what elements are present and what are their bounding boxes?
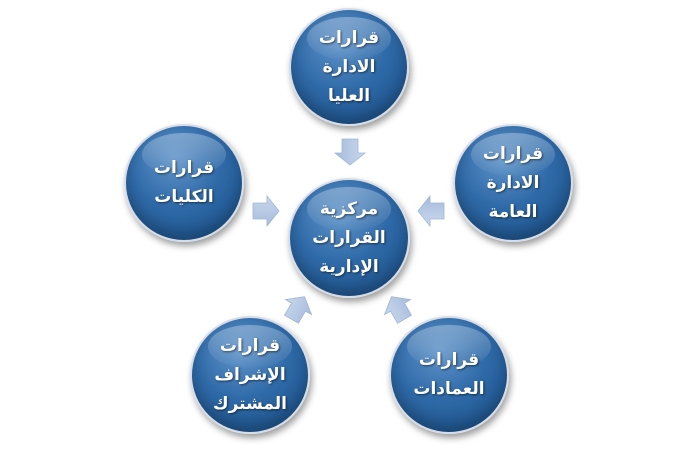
node-center-line-3: الإدارية [319,256,379,277]
node-left-label: قرارات الكليات [154,154,214,212]
node-bottom-left-line-2: الإشراف [214,364,286,385]
node-top-label: قرارات الادارة العليا [319,24,379,111]
arrow-bottom-right-to-center [383,296,412,324]
node-general-administration-decisions: قرارات الادارة العامة [453,124,573,242]
node-top-line-1: قرارات [318,27,380,48]
arrow-top-to-center [333,138,367,166]
node-left-line-1: قرارات [153,158,215,178]
node-colleges-decisions: قرارات الكليات [124,124,244,242]
node-top-management-decisions: قرارات الادارة العليا [289,8,409,126]
node-center-line-1: مركزية [319,198,379,219]
node-bottom-right-line-1: قرارات [418,350,480,370]
node-top-line-3: العليا [327,85,371,106]
node-left-line-2: الكليات [154,187,214,207]
node-right-line-3: العامة [488,201,538,222]
node-bottom-right-line-2: العمادات [413,379,485,399]
node-right-line-1: قرارات [482,143,544,164]
node-joint-supervision-decisions: قرارات الإشراف المشترك [190,316,310,434]
node-bottom-left-line-3: المشترك [212,393,287,414]
arrow-right-to-center [417,194,445,228]
arrow-left-to-center [252,194,280,228]
arrow-bottom-left-to-center [284,296,313,324]
node-bottom-left-line-1: قرارات [219,335,281,356]
node-right-label: قرارات الادارة العامة [483,140,543,227]
node-center-administrative-decisions: مركزية القرارات الإدارية [288,178,410,298]
node-center-line-2: القرارات [312,227,386,248]
node-right-line-2: الادارة [486,172,540,193]
node-bottom-right-label: قرارات العمادات [413,346,484,404]
node-center-label: مركزية القرارات الإدارية [312,195,386,282]
node-deanships-decisions: قرارات العمادات [389,316,509,434]
node-top-line-2: الادارة [322,56,376,77]
node-bottom-left-label: قرارات الإشراف المشترك [213,332,287,419]
